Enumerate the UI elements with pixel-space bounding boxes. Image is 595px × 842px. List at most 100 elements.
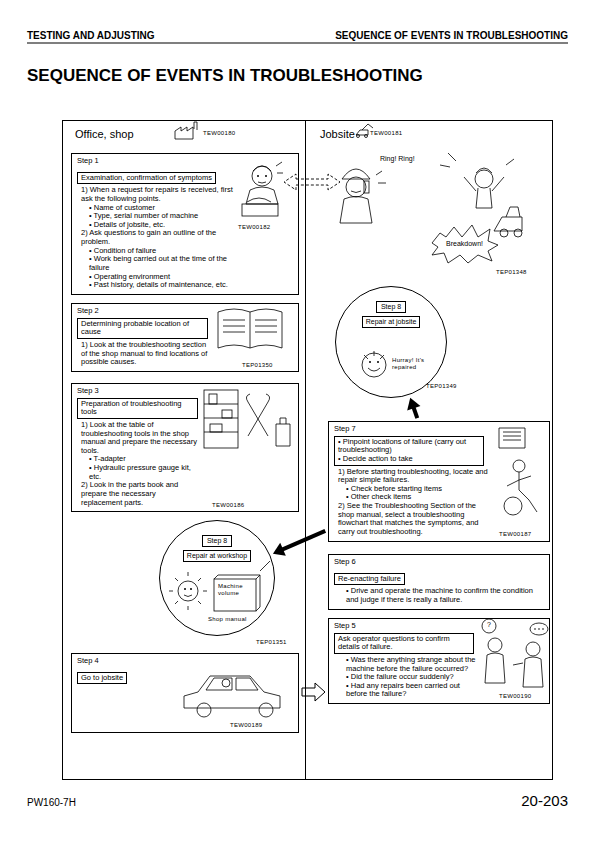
step-box: Step 7 • Pinpoint locations of failure (c…	[328, 421, 550, 542]
illustration-stroke	[346, 177, 366, 197]
illustration-stroke	[178, 581, 198, 601]
call-arrow	[284, 174, 340, 190]
text-block: • Work being carried out at the time of …	[77, 255, 236, 272]
illustration-stroke	[184, 588, 186, 590]
step-circle: Step 8Repair at workshopMachine volumeSh…	[159, 520, 275, 636]
text-block: • Type, serial number of machine	[77, 212, 236, 221]
text-block: • Operating environment	[77, 273, 236, 282]
text-block: 1) Look at the table of troubleshooting …	[77, 421, 198, 456]
illustration-stroke	[253, 166, 271, 171]
illustration-stroke	[218, 309, 282, 348]
text-block: 2) Look in the parts book and prepare th…	[77, 481, 198, 507]
heading-box: Determining probable location of cause	[77, 318, 208, 339]
figure-code: TEP01351	[256, 639, 287, 646]
illustration-stroke	[538, 628, 540, 630]
text-block: • Details of jobsite, etc.	[77, 221, 236, 230]
text-block: 2) Ask questions to gain an outline of t…	[77, 229, 236, 246]
illustration-stroke	[197, 703, 211, 717]
figure-code: TEW00190	[499, 693, 531, 700]
text-block: • Had any repairs been carried out befor…	[334, 682, 479, 699]
step-box: Step 2Determining probable location of c…	[71, 303, 299, 372]
column-panel: Office, shopStep 1Examination, confirmat…	[62, 120, 306, 780]
step-circle: Step 8Repair at jobsiteHurray! It's repa…	[335, 286, 447, 398]
illustration-stroke	[542, 628, 544, 630]
text-block: • Was there anything strange about the m…	[334, 656, 479, 673]
step-box: Step 6Re-enacting failure• Drive and ope…	[328, 554, 550, 610]
text-block: Repair at jobsite	[366, 318, 417, 326]
illustration-stroke	[276, 418, 290, 446]
arrow-head	[407, 398, 420, 411]
book-title: Machine volume	[218, 583, 254, 596]
heading-box: Re-enacting failure	[334, 573, 405, 586]
illustration-stroke	[475, 170, 493, 188]
text-block: Jobsite	[306, 121, 552, 141]
figure-code: TEW00187	[499, 531, 531, 538]
figure-code: TEP01349	[426, 383, 457, 390]
illustration-stroke	[488, 638, 502, 652]
figure-code: TEW00181	[370, 130, 402, 137]
illustration-stroke	[513, 657, 543, 687]
text-block: • Other check items	[334, 493, 491, 502]
column-panel: JobsiteStep 8Repair at jobsiteHurray! It…	[306, 120, 553, 780]
arrow-head	[273, 543, 286, 556]
figure-code: TEW00182	[238, 224, 270, 231]
illustration-stroke	[252, 166, 272, 186]
step-number: Step 5	[334, 622, 479, 631]
illustration-stroke	[247, 198, 271, 202]
illustration-stroke	[529, 500, 537, 512]
text-block: • Check before starting items	[334, 485, 491, 494]
text-block: • Did the failure occur suddenly?	[334, 673, 479, 682]
text-block: Ask operator questions to confirm detail…	[338, 635, 470, 652]
heading-box: Repair at workshop	[183, 550, 251, 562]
arrow-shaft	[282, 531, 325, 550]
book-title: Shop manual	[208, 616, 247, 623]
flow-arrow	[273, 531, 325, 556]
illustration-stroke	[514, 229, 522, 237]
figure-code: TEP01350	[242, 362, 273, 369]
step-number: Step 4	[77, 657, 178, 666]
illustration-stroke	[376, 171, 386, 183]
text-block: Re-enacting failure	[338, 575, 401, 584]
text-block: • T-adapter	[77, 455, 198, 464]
text-block: • Condition of failure	[77, 247, 236, 256]
header-rule	[27, 42, 568, 43]
illustration-stroke	[476, 168, 492, 173]
illustration-stroke	[432, 225, 498, 263]
step-number: Step 7	[334, 425, 491, 434]
step-box: Step 3 Preparation of troubleshooting too…	[71, 383, 299, 512]
illustration-stroke	[184, 595, 192, 597]
illustration-stroke	[204, 404, 238, 432]
illustration-stroke	[500, 229, 508, 237]
text-block: • Pinpoint locations of failure (carry o…	[338, 438, 480, 455]
illustration-stroke	[464, 177, 504, 208]
heading-box: Ask operator questions to confirm detail…	[334, 633, 474, 654]
illustration-stroke	[504, 497, 522, 515]
illustration-stroke	[222, 679, 230, 687]
step-box: Step 1Examination, confirmation of sympt…	[71, 153, 299, 295]
illustration-stroke	[223, 320, 277, 332]
step-number: Step 6	[334, 558, 543, 567]
text-block: 1) Before starting troubleshooting, loca…	[334, 468, 491, 485]
illustration-stroke	[482, 619, 496, 633]
text-block: Step 8	[376, 301, 406, 313]
figure-code: TEP01348	[496, 269, 527, 276]
illustration-stroke	[258, 182, 266, 183]
arrow-shaft	[413, 407, 417, 418]
text-block: • Past history, details of maintenance, …	[77, 281, 236, 290]
text-block: Preparation of troubleshooting tools	[81, 400, 194, 417]
illustration-stroke	[214, 575, 260, 611]
figure-code: TEW00186	[212, 502, 244, 509]
illustration-stroke	[209, 394, 217, 404]
question-mark: ?	[487, 621, 491, 629]
heading-box: Preparation of troubleshooting tools	[77, 398, 198, 419]
text-block: • Decide action to take	[338, 455, 480, 464]
illustration-stroke	[175, 122, 197, 139]
illustration-stroke	[214, 579, 256, 611]
figure-code: TEW00189	[230, 722, 262, 729]
illustration-stroke	[190, 588, 192, 590]
illustration-stroke	[222, 410, 232, 418]
text-block: 2) See the Troubleshooting Section of th…	[334, 502, 491, 537]
step-number: Step 3	[77, 387, 198, 396]
page-number: 20-203	[521, 793, 568, 810]
